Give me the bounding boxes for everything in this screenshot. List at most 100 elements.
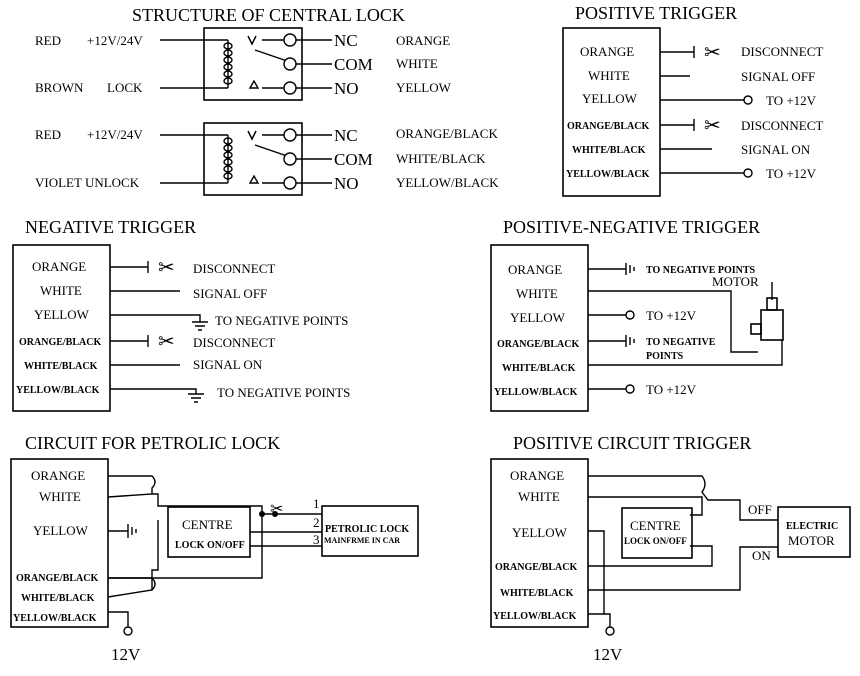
pl-scissors-icon: ✂ (270, 501, 283, 518)
pc-wire-orange-black: ORANGE/BLACK (495, 562, 577, 573)
relay1-no-terminal (283, 81, 297, 95)
pn-terminal-2 (625, 384, 635, 394)
pn-wire-yellow: YELLOW (510, 310, 566, 325)
relay1-lock-label: LOCK (107, 80, 143, 95)
relay2-violet-unlock-label: VIOLET UNLOCK (35, 175, 140, 190)
pn-white-to-motor-wire (588, 290, 758, 353)
nt-wire-white-black: WHITE/BLACK (24, 361, 98, 372)
negative-trigger-box (12, 244, 111, 412)
negative-trigger-section: NEGATIVE TRIGGER ORANGE WHITE YELLOW ORA… (12, 217, 350, 412)
nt-note-signal-on: SIGNAL ON (193, 357, 263, 372)
pc-wire-white-black: WHITE/BLACK (500, 588, 574, 599)
nt-wire-orange-black: ORANGE/BLACK (19, 337, 101, 348)
nt-note-disconnect-1: DISCONNECT (193, 261, 275, 276)
relay1-com-label: COM (334, 55, 373, 74)
relay1-voltage-label: +12V/24V (87, 33, 143, 48)
relay1-no-label: NO (334, 79, 359, 98)
pn-terminal-1 (625, 310, 635, 320)
positive-circuit-section: POSITIVE CIRCUIT TRIGGER ORANGE WHITE YE… (490, 433, 851, 664)
relay2-no-terminal (283, 176, 297, 190)
pn-motor-icon (750, 282, 784, 341)
pl-wire-yellow: YELLOW (33, 523, 89, 538)
pn-wire-yellow-black: YELLOW/BLACK (494, 387, 578, 398)
pl-centre-sub: LOCK ON/OFF (175, 540, 245, 551)
pl-wire-yellow-black: YELLOW/BLACK (13, 613, 97, 624)
relay1-no-wire: YELLOW (396, 80, 452, 95)
pc-off-label: OFF (748, 502, 772, 517)
pc-white-black-wire (588, 546, 778, 591)
pl-wire-orange: ORANGE (31, 468, 85, 483)
relay1-no-contact-mark (248, 79, 260, 89)
pt-wire-white-black: WHITE/BLACK (572, 145, 646, 156)
pn-note-negative-2b: POINTS (646, 351, 684, 362)
pc-supply-label: 12V (593, 645, 623, 664)
pt-note-disconnect-1: DISCONNECT (741, 44, 823, 59)
pn-wire-white: WHITE (516, 286, 558, 301)
pn-note-negative: TO NEGATIVE POINTS (646, 265, 756, 276)
relay2-nc-terminal (283, 128, 297, 142)
nt-wire-orange: ORANGE (32, 259, 86, 274)
pl-petrolic-lock-box (321, 505, 419, 557)
pc-yellow-wire (588, 530, 611, 628)
pn-note-12v-1: TO +12V (646, 308, 697, 323)
pl-orange-white-wire (107, 475, 263, 514)
pc-centre-box (621, 507, 693, 559)
pos-neg-trigger-section: POSITIVE-NEGATIVE TRIGGER ORANGE WHITE Y… (490, 217, 784, 412)
relay2-nc-label: NC (334, 126, 358, 145)
nt-note-signal-off: SIGNAL OFF (193, 286, 267, 301)
pc-motor-box (777, 506, 851, 558)
pl-pin-2: 2 (313, 515, 320, 530)
pt-note-signal-off: SIGNAL OFF (741, 69, 815, 84)
nt-scissors-icon-2: ✂ (158, 331, 175, 353)
relay2-no-contact-mark (248, 174, 260, 184)
pt-note-signal-on: SIGNAL ON (741, 142, 811, 157)
positive-trigger-section: POSITIVE TRIGGER ORANGE WHITE YELLOW ORA… (562, 3, 823, 197)
pn-wire-orange-black: ORANGE/BLACK (497, 339, 579, 350)
pn-wire-orange: ORANGE (508, 262, 562, 277)
positive-circuit-title: POSITIVE CIRCUIT TRIGGER (513, 433, 751, 453)
pt-scissors-icon-1: ✂ (704, 42, 721, 64)
relay1-coil (223, 40, 233, 88)
pl-wire-white-black: WHITE/BLACK (21, 593, 95, 604)
relay1-red-label: RED (35, 33, 61, 48)
central-lock-title: STRUCTURE OF CENTRAL LOCK (132, 5, 405, 25)
pn-note-negative-2a: TO NEGATIVE (646, 337, 716, 348)
pt-terminal-2 (743, 168, 753, 178)
pt-wire-yellow-black: YELLOW/BLACK (566, 169, 650, 180)
pt-wire-yellow: YELLOW (582, 91, 638, 106)
pl-ground-icon (108, 524, 137, 538)
pc-supply-terminal (605, 626, 615, 636)
nt-ground-icon-2 (110, 388, 204, 403)
pc-centre-title: CENTRE (630, 518, 681, 533)
pl-lock-feed-wire (108, 514, 263, 628)
pl-lock-sub: MAINFRME IN CAR (324, 536, 400, 545)
relay-unlock: RED +12V/24V VIOLET UNLOCK (35, 122, 499, 196)
pt-note-disconnect-2: DISCONNECT (741, 118, 823, 133)
relay1-com-wire: WHITE (396, 56, 438, 71)
pos-neg-trigger-box (490, 244, 589, 412)
relay1-brown-label: BROWN (35, 80, 84, 95)
positive-circuit-box (490, 458, 589, 628)
relay2-coil (223, 135, 233, 183)
nt-ground-icon-1 (110, 314, 208, 331)
nt-wire-yellow: YELLOW (34, 307, 90, 322)
positive-trigger-box (562, 27, 661, 197)
pc-orange-wire (588, 475, 778, 521)
pl-centre-title: CENTRE (182, 517, 233, 532)
relay2-no-label: NO (334, 174, 359, 193)
pt-note-12v-1: TO +12V (766, 93, 817, 108)
pl-supply-terminal (123, 626, 133, 636)
relay2-red-label: RED (35, 127, 61, 142)
pc-wire-orange: ORANGE (510, 468, 564, 483)
pn-ground-icon-2 (625, 335, 635, 347)
pc-motor-title: ELECTRIC (786, 521, 838, 532)
pn-ground-icon-1 (625, 263, 635, 275)
pl-pin-1: 1 (313, 496, 320, 511)
relay1-switch-arm (254, 49, 291, 63)
pt-note-12v-2: TO +12V (766, 166, 817, 181)
relay2-nc-wire: ORANGE/BLACK (396, 126, 498, 141)
nt-wire-white: WHITE (40, 283, 82, 298)
relay1-nc-label: NC (334, 31, 358, 50)
relay2-com-terminal (283, 152, 297, 166)
